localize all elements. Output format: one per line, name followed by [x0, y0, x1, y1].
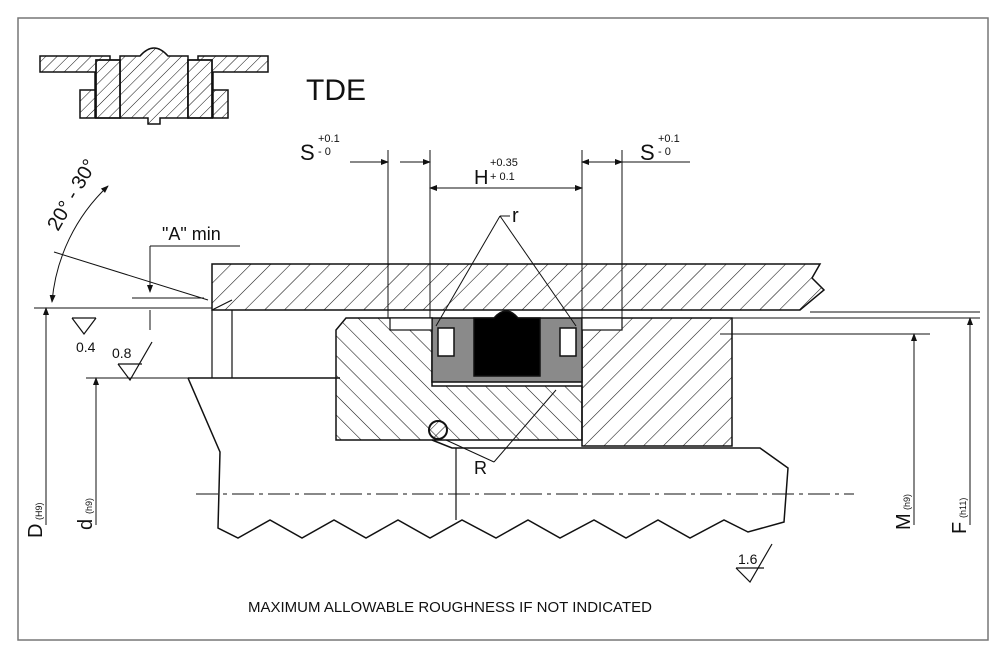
- roughness-symbol-2: [117, 341, 153, 382]
- D-symbol: D: [25, 524, 47, 538]
- angle-label: 20° - 30°: [43, 156, 101, 235]
- H-symbol: H: [474, 167, 488, 189]
- roughness-symbol-1: [71, 317, 97, 335]
- S-right-tol-upper: +0.1: [658, 133, 680, 145]
- D-label-group: D (H9): [25, 502, 47, 538]
- shaft-outline: [187, 377, 789, 539]
- seal-profile-thumbnail: [39, 47, 269, 125]
- H-tol-upper: +0.35: [490, 157, 518, 169]
- S-H-extension-lines: [387, 150, 623, 318]
- S-right-tol-lower: - 0: [658, 146, 671, 158]
- roughness-0-4: 0.4: [76, 339, 96, 355]
- F-symbol: F: [949, 522, 971, 534]
- R-leaders: [445, 389, 557, 463]
- angle-arc: [49, 185, 109, 303]
- drawing-title: TDE: [306, 74, 366, 107]
- piston-right-block: [581, 317, 733, 447]
- M-fit: (h9): [902, 494, 912, 510]
- H-tol-lower: + 0.1: [490, 171, 515, 183]
- S-left-tol-upper: +0.1: [318, 133, 340, 145]
- guide-strip-right: [581, 317, 623, 331]
- R-label: R: [474, 458, 487, 478]
- A-min-label: "A" min: [162, 224, 221, 244]
- extension-lines: [34, 307, 980, 379]
- M-label-group: M (h9): [893, 494, 915, 530]
- d-symbol: d: [75, 519, 97, 530]
- o-ring: [428, 420, 448, 440]
- d-label-group: d (h9): [75, 498, 97, 530]
- d-fit: (h9): [84, 498, 94, 514]
- F-fit: (h11): [958, 498, 968, 518]
- drawing-frame: [17, 17, 989, 641]
- M-symbol: M: [893, 513, 915, 530]
- housing-bore: [211, 263, 826, 311]
- roughness-symbol-3: [735, 543, 773, 583]
- guide-strip-left: [389, 317, 433, 331]
- S-left-symbol: S: [300, 140, 315, 165]
- roughness-1-6: 1.6: [738, 551, 758, 567]
- roughness-note: MAXIMUM ALLOWABLE ROUGHNESS IF NOT INDIC…: [248, 599, 652, 616]
- r-leaders: [435, 215, 577, 327]
- S-left-tol-lower: - 0: [318, 146, 331, 158]
- F-label-group: F (h11): [949, 498, 971, 534]
- roughness-0-8: 0.8: [112, 345, 132, 361]
- seal-assembly: [431, 310, 583, 383]
- chamfer-lines: [211, 299, 233, 378]
- r-label: r: [512, 205, 519, 227]
- S-right-symbol: S: [640, 140, 655, 165]
- D-fit: (H9): [34, 502, 44, 520]
